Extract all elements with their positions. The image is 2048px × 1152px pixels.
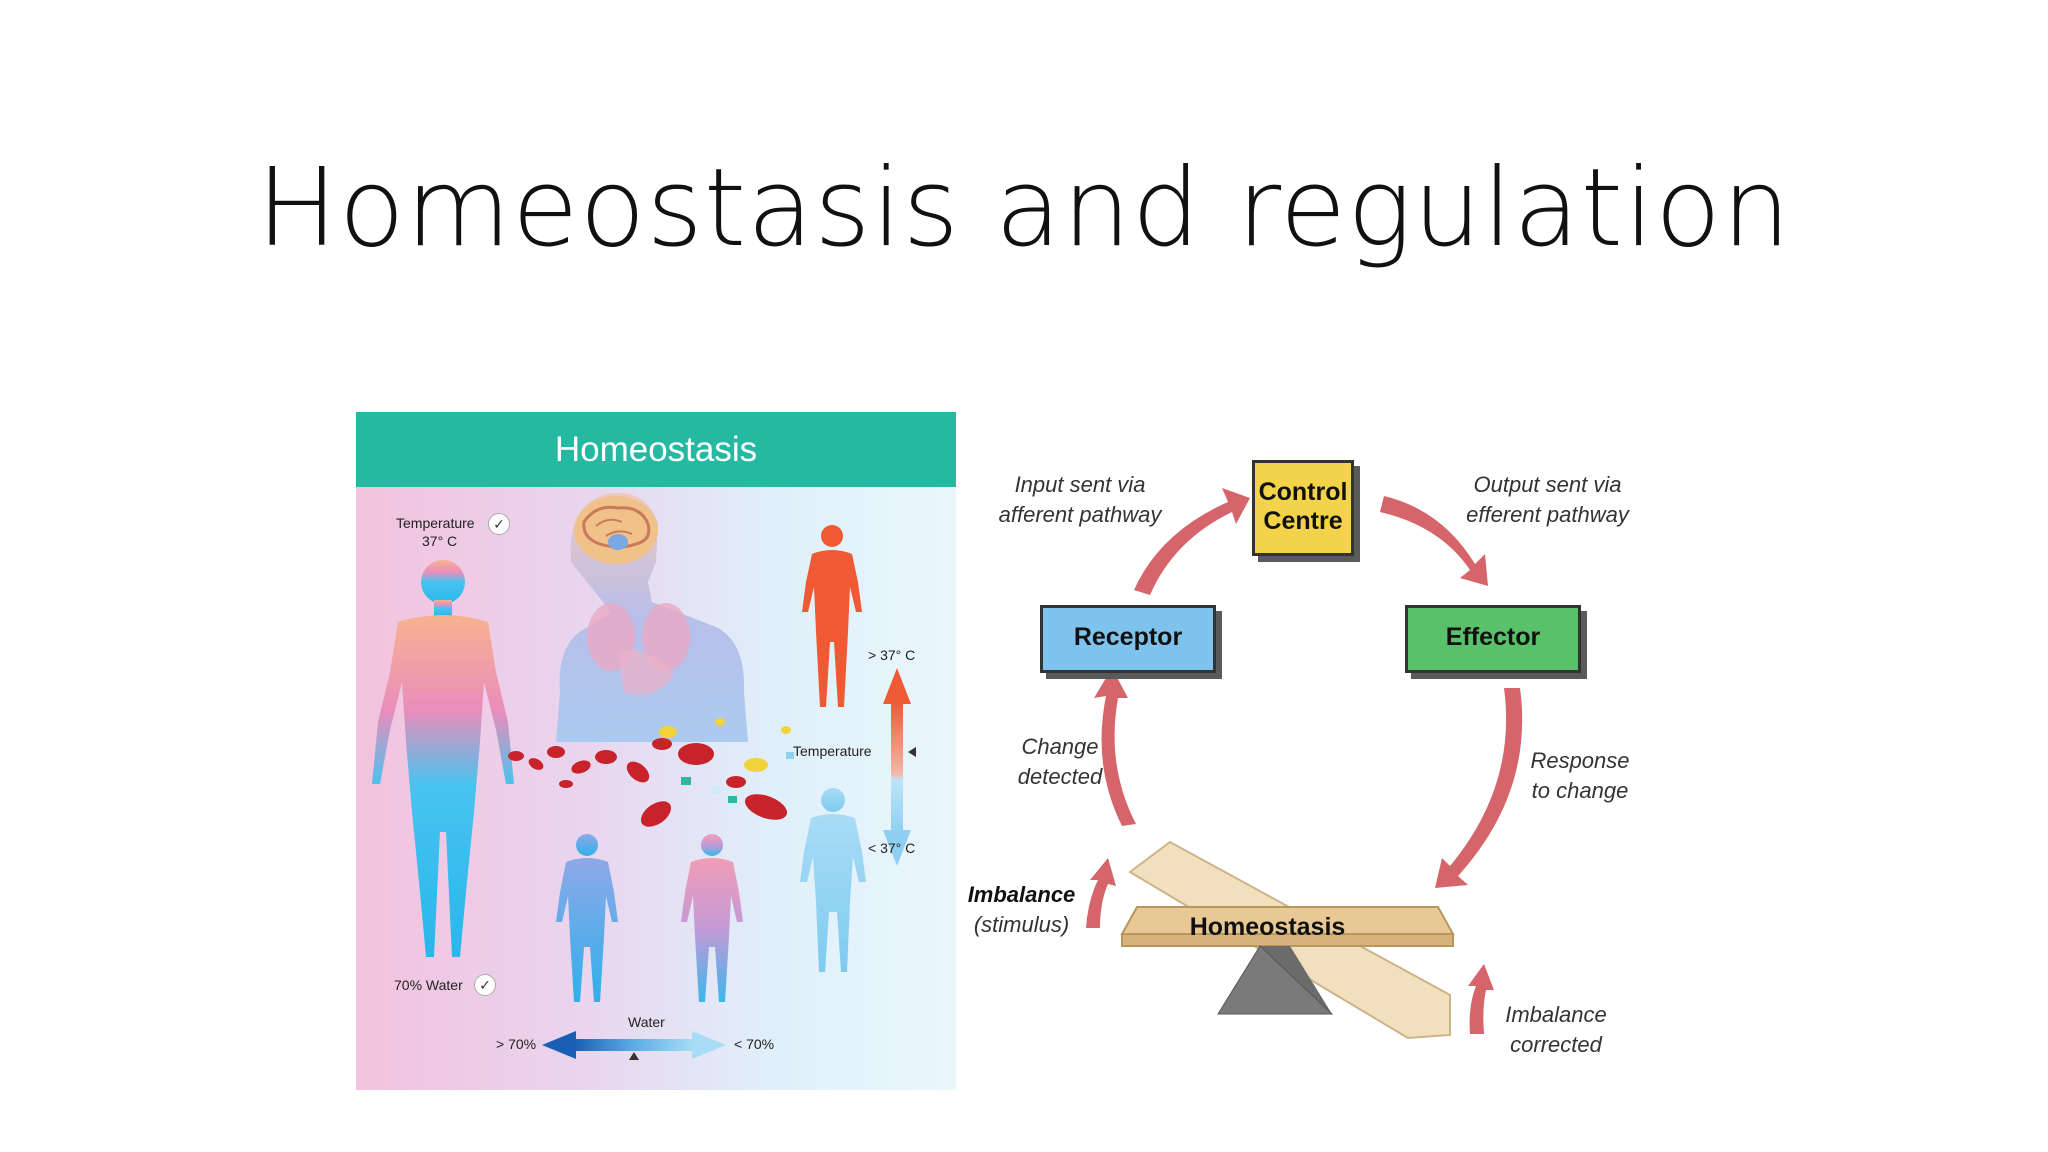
large-human-figure xyxy=(372,560,514,957)
low-water-label: < 70% xyxy=(734,1036,775,1052)
cold-figure xyxy=(800,788,866,972)
control-centre-label: Control xyxy=(1258,478,1348,506)
feedback-loop-diagram: Control Centre Receptor Effector Input s… xyxy=(960,440,1680,1080)
note-line: Change xyxy=(1021,734,1099,759)
note-line: (stimulus) xyxy=(973,912,1070,937)
water-arrow xyxy=(542,1031,726,1060)
note-line: corrected xyxy=(1510,1032,1602,1057)
feedback-arrows xyxy=(1086,488,1523,1040)
temperature-arrow xyxy=(883,668,916,866)
note-line: Output sent via xyxy=(1473,472,1622,497)
temperature-axis-label: Temperature xyxy=(793,743,872,759)
temperature-label: Temperature xyxy=(396,515,475,531)
small-pink-figure xyxy=(681,834,743,1002)
note-line: afferent pathway xyxy=(998,502,1162,527)
response-note: Response to change xyxy=(1520,746,1640,806)
arrow-imbalance-stimulus xyxy=(1086,858,1116,928)
arrow-scale-to-receptor xyxy=(1094,668,1136,826)
check-icon: ✓ xyxy=(488,513,510,535)
note-line: detected xyxy=(1017,764,1103,789)
low-temperature-label: < 37° C xyxy=(868,840,916,856)
note-line: Imbalance xyxy=(1505,1002,1607,1027)
note-line: Input sent via xyxy=(1014,472,1146,497)
arrow-effector-to-scale xyxy=(1435,688,1523,888)
note-line: Imbalance xyxy=(967,882,1076,907)
water-percentage-label: 70% Water xyxy=(394,977,463,993)
infographic-illustration xyxy=(372,492,916,1060)
note-line: Response xyxy=(1530,748,1630,773)
input-pathway-note: Input sent via afferent pathway xyxy=(980,470,1180,530)
output-pathway-note: Output sent via efferent pathway xyxy=(1445,470,1650,530)
torso-with-organs xyxy=(556,492,748,742)
imbalance-corrected-note: Imbalance corrected xyxy=(1496,1000,1616,1060)
note-line: to change xyxy=(1531,778,1629,803)
blood-cells xyxy=(508,738,788,827)
control-centre-label: Centre xyxy=(1263,507,1343,535)
homeostasis-infographic: Homeostasis xyxy=(356,412,956,1090)
effector-box: Effector xyxy=(1405,605,1581,673)
change-detected-note: Change detected xyxy=(1000,732,1120,792)
homeostasis-scale-label: Homeostasis xyxy=(1189,913,1346,941)
homeostasis-seesaw xyxy=(1120,840,1455,1040)
slide-title: Homeostasis and regulation xyxy=(256,146,1792,271)
arrow-control-to-effector xyxy=(1380,496,1488,586)
arrow-imbalance-corrected xyxy=(1468,964,1494,1034)
hot-figure xyxy=(802,525,862,707)
imbalance-stimulus-note: Imbalance (stimulus) xyxy=(964,880,1079,940)
small-blue-figure xyxy=(556,834,618,1002)
note-line: efferent pathway xyxy=(1466,502,1629,527)
nutrient-particles xyxy=(659,718,794,803)
infographic-header: Homeostasis xyxy=(356,412,956,487)
high-water-label: > 70% xyxy=(496,1036,537,1052)
water-axis-label: Water xyxy=(628,1014,665,1030)
high-temperature-label: > 37° C xyxy=(868,647,916,663)
temperature-value: 37° C xyxy=(422,533,458,549)
check-icon: ✓ xyxy=(474,974,496,996)
arrow-receptor-to-control xyxy=(1134,488,1250,595)
control-centre-box: Control Centre xyxy=(1252,460,1354,556)
receptor-box: Receptor xyxy=(1040,605,1216,673)
